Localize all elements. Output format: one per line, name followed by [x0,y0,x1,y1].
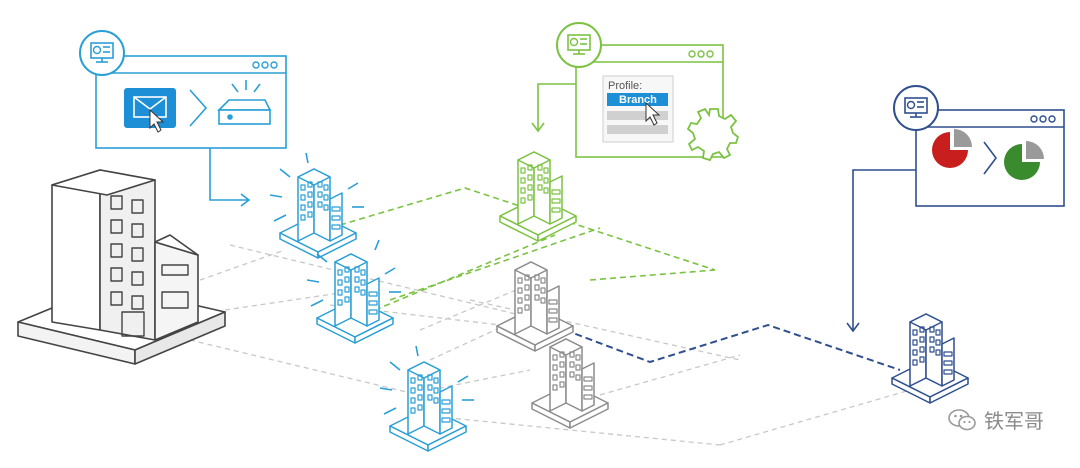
navy-analytics-window [846,85,1065,333]
branch-building-gray-2 [531,338,609,429]
branch-building-blue-3 [379,345,474,452]
cursor-icon [645,101,661,126]
green-network-links [339,187,716,311]
network-device-icon [217,80,272,125]
navy-network-links [564,323,901,371]
cursor-icon [149,108,165,133]
profile-label: Profile: [608,80,642,92]
signal-rays [306,239,401,307]
branch-building-navy [891,313,969,404]
watermark: 铁军哥 [948,405,1044,434]
red-pie-icon [932,129,972,168]
headquarters-building [17,169,226,365]
branch-building-green [499,151,577,242]
blue-flow-arrow [209,148,248,201]
green-pie-icon [1004,141,1044,180]
window-dots [1030,115,1056,123]
chevron-right-icon [983,141,997,175]
wechat-icon [948,408,976,430]
blue-config-window [79,30,287,207]
email-icon [124,88,176,128]
branch-building-blue-1 [269,152,364,259]
branch-building-gray-1 [496,261,574,352]
window-dots [688,50,714,58]
window-dots [252,61,278,69]
profile-option-placeholder [607,125,668,134]
dashboard-badge [556,22,602,68]
profile-option-placeholder [607,111,668,120]
green-profile-window: Profile: Branch [531,22,739,161]
profile-form: Profile: Branch [602,75,674,143]
profile-option-selected [607,93,668,106]
signal-rays [379,345,474,415]
chevron-right-icon [189,89,208,127]
dashboard-badge [79,30,125,76]
branch-building-blue-2 [306,239,401,344]
watermark-text: 铁军哥 [984,409,1044,433]
navy-flow-arrow [852,169,916,330]
profile-option-label: Branch [619,94,657,106]
green-flow-arrow [537,83,576,130]
signal-rays [269,152,364,222]
dashboard-badge [893,85,939,131]
